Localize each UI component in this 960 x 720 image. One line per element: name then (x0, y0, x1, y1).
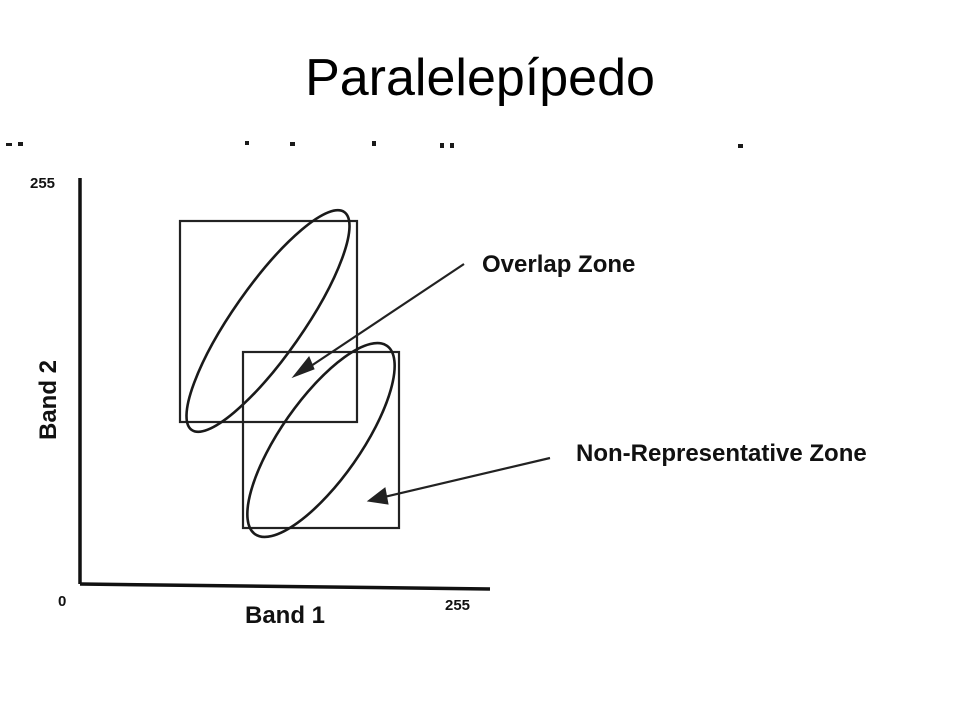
slide-title: Paralelepípedo (305, 49, 655, 107)
x-axis-line (79, 582, 491, 591)
overlap-arrow-head (291, 356, 315, 379)
class-2-ellipse (246, 341, 396, 539)
class-1-ellipse (185, 208, 351, 434)
overlap-arrow-line (301, 263, 465, 373)
origin-tick: 0 (58, 593, 66, 610)
y-axis-label: Band 2 (35, 360, 62, 440)
non-representative-arrow-head (366, 487, 389, 505)
class-2-box (241, 350, 401, 530)
scan-remnant-marks (6, 141, 743, 148)
non-representative-arrow-line (379, 456, 551, 500)
class-1-box (178, 219, 359, 424)
x-axis-label: Band 1 (245, 602, 325, 629)
x-max-tick: 255 (445, 597, 470, 614)
y-max-tick: 255 (30, 175, 55, 192)
overlap-zone-label: Overlap Zone (482, 251, 635, 278)
non-representative-zone-label: Non-Representative Zone (576, 440, 867, 467)
